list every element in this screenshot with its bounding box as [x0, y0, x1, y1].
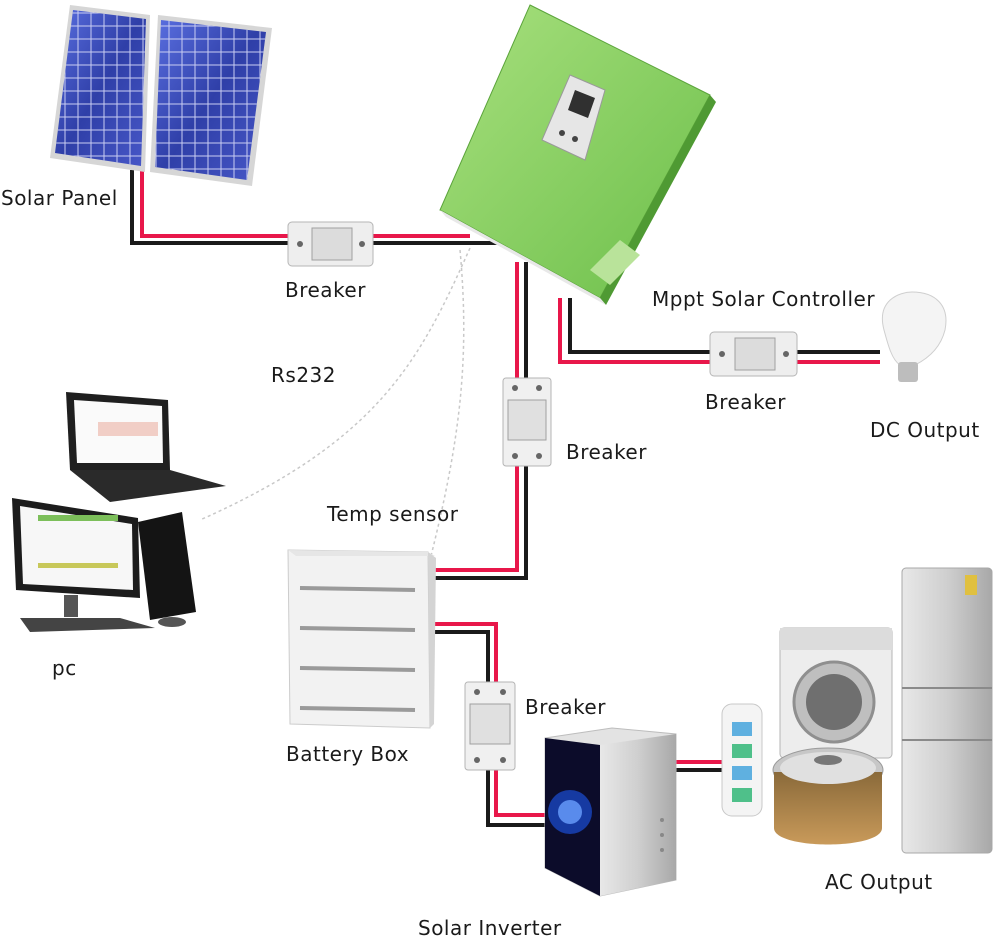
wires	[130, 170, 880, 827]
wire-bb-black	[432, 465, 528, 580]
wire-inv2-red	[494, 770, 545, 817]
temp-sensor-cable	[429, 249, 465, 561]
label-rs232: Rs232	[271, 363, 336, 387]
label-solar-panel: Solar Panel	[1, 186, 118, 210]
wire-panel-black	[130, 170, 290, 245]
label-breaker-inverter: Breaker	[525, 695, 606, 719]
breaker-inverter	[464, 681, 516, 771]
label-dc-output: DC Output	[870, 418, 980, 442]
washing-machine	[779, 627, 893, 759]
label-pc: pc	[52, 656, 77, 680]
label-battery-box: Battery Box	[286, 742, 410, 766]
label-mppt-controller: Mppt Solar Controller	[652, 287, 876, 311]
label-temp-sensor: Temp sensor	[327, 502, 459, 526]
label-ac-output: AC Output	[825, 870, 933, 894]
label-breaker-dc: Breaker	[705, 390, 786, 414]
wire-dc-red	[558, 298, 712, 364]
label-breaker-top: Breaker	[285, 278, 366, 302]
breaker-battery	[502, 377, 552, 467]
solar-panel	[50, 5, 272, 186]
label-solar-inverter: Solar Inverter	[418, 916, 562, 940]
rice-cooker	[772, 747, 884, 845]
battery-box	[287, 549, 436, 729]
laptop	[66, 392, 226, 502]
wire-inv2-black	[486, 770, 545, 827]
solar-inverter	[544, 727, 677, 897]
wire-panel-red	[140, 170, 290, 238]
signal-lines	[199, 247, 471, 561]
label-breaker-battery: Breaker	[566, 440, 647, 464]
wire-inv-black	[434, 630, 490, 683]
wire-dc-black	[568, 298, 712, 354]
fridge	[901, 567, 993, 854]
power-strip	[721, 703, 763, 817]
desktop-pc	[12, 498, 196, 632]
breaker-top	[287, 221, 374, 267]
mppt-controller	[439, 4, 716, 305]
wire-inv-red	[434, 622, 498, 683]
bulb-icon	[881, 291, 947, 382]
breaker-dc	[709, 331, 798, 377]
wire-bb-red	[432, 465, 519, 572]
